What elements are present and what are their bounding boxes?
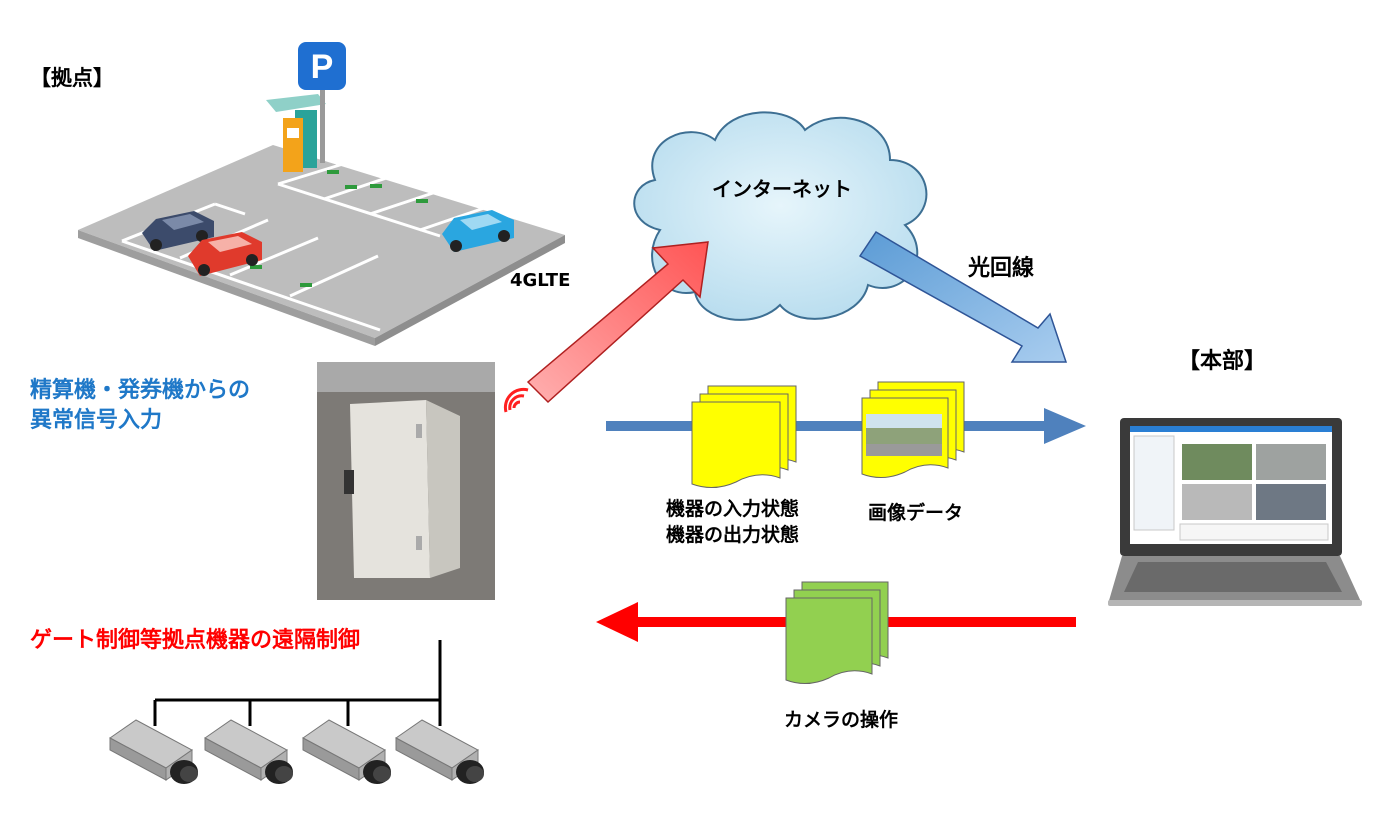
car-navy [142, 211, 214, 251]
device-box-photo [317, 362, 495, 600]
device-state-document-icon [691, 385, 797, 488]
car-blue [442, 210, 514, 252]
fiber-downlink-arrow [858, 230, 1068, 363]
parking-lot-illustration: P [78, 42, 565, 346]
device-input-state-label: 機器の入力状態 [666, 498, 800, 520]
camera-wiring [153, 640, 442, 726]
surveillance-camera-2 [204, 719, 293, 784]
laptop-monitoring-screen [1108, 418, 1362, 606]
surveillance-camera-3 [302, 719, 391, 784]
base-site-label: 【拠点】 [30, 66, 114, 90]
device-output-state-label: 機器の出力状態 [666, 524, 800, 546]
pay-machine [266, 94, 326, 172]
parking-sign: P [298, 42, 346, 163]
fiber-line-label: 光回線 [968, 256, 1035, 281]
lte-uplink-arrow [526, 241, 709, 404]
internet-label: インターネット [712, 177, 852, 201]
car-red [188, 232, 262, 276]
headquarters-label: 【本部】 [1178, 349, 1267, 374]
internet-cloud [633, 111, 928, 321]
remote-control-label: ゲート制御等拠点機器の遠隔制御 [30, 628, 361, 653]
surveillance-camera-1 [109, 719, 198, 784]
camera-operation-document-icon [785, 581, 889, 684]
image-data-label: 画像データ [868, 502, 964, 524]
camera-operation-label: カメラの操作 [784, 709, 899, 731]
abnormal-signal-label-2: 異常信号入力 [30, 408, 163, 433]
surveillance-camera-4 [395, 719, 484, 784]
abnormal-signal-label-1: 精算機・発券機からの [30, 378, 251, 403]
image-data-document-icon [861, 381, 965, 478]
parking-sign-letter: P [311, 48, 334, 86]
wireless-signal-icon [503, 387, 529, 413]
lte-label: 4GLTE [510, 270, 571, 291]
data-flow-arrow [606, 408, 1086, 444]
